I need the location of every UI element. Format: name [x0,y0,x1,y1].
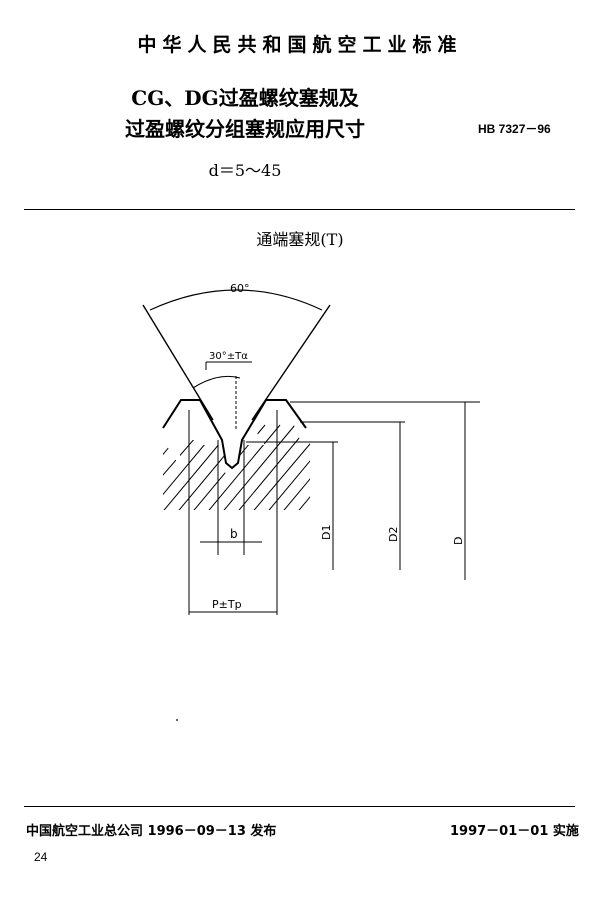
angle-label-60: 60° [230,282,250,295]
thread-gauge-diagram: 60° 30°±Tα D1 D2 [142,282,480,615]
half-angle-label: 30°±Tα [209,351,248,362]
diameter-dimensions [332,402,466,580]
half-angle-arc [192,375,241,389]
page-number: 24 [34,850,48,864]
dimension-label-d: D [452,537,465,545]
section-hatching [163,415,310,510]
effective-date: 1997－01－01 实施 [450,824,579,839]
angle-arc-60 [149,289,323,311]
standard-body-header: 中华人民共和国航空工业标准 [137,34,463,56]
thread-profile [162,399,307,470]
pitch-label: P±Tp [212,598,242,611]
standard-number: HB 7327－96 [478,122,551,136]
header-divider [24,209,575,210]
document-title-line-1: CG、DG过盈螺纹塞规及 [131,86,359,110]
b-label: b [230,527,238,541]
size-range: d＝5～45 [208,161,282,180]
footer-divider [24,806,575,807]
dimension-label-d1: D1 [320,525,333,540]
stray-mark [176,719,178,721]
document-title-line-2: 过盈螺纹分组塞规应用尺寸 [125,117,365,141]
issuer-release-date: 中国航空工业总公司 1996－09－13 发布 [26,824,277,839]
section-title: 通端塞规(T) [256,230,344,249]
extension-lines [188,376,480,615]
dimension-label-d2: D2 [387,527,400,542]
